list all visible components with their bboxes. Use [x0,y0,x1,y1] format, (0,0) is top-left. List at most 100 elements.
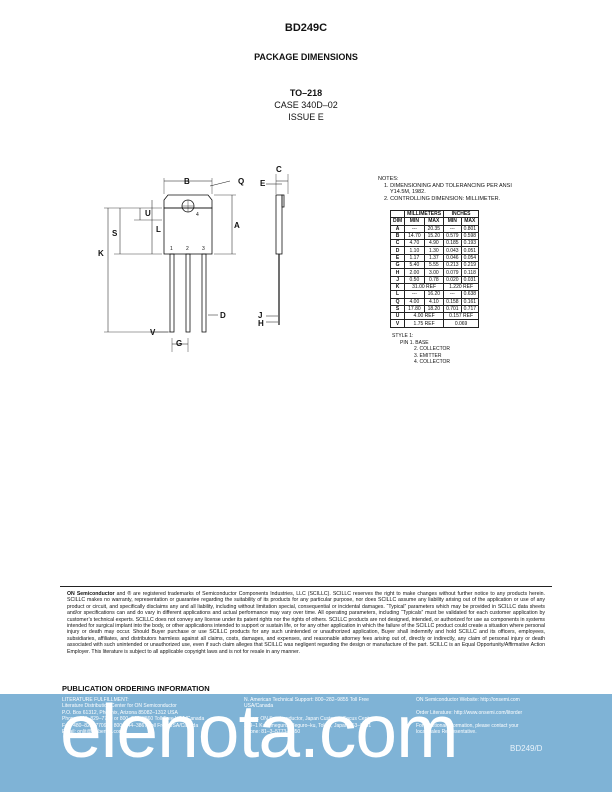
table-cell: 0.031 [460,275,480,284]
header-max: MAX [423,217,445,226]
side-body [275,194,283,255]
table-cell: 4.90 [423,239,445,248]
package-issue: ISSUE E [288,112,324,122]
table-cell: 0.78 [423,275,445,284]
table-cell: 4.00 REF [404,312,445,321]
note-line: 2. CONTROLLING DIMENSION: MILLIMETER. [384,195,501,202]
footer-col-literature: LITERATURE FULFILLMENT: Literature Distr… [62,697,242,735]
table-cell: S [389,304,406,314]
dim-label-a: A [234,221,240,230]
style-pin: 4. COLLECTOR [414,359,451,366]
dimensions-table: MILLIMETERS INCHES DIM MIN MAX MIN MAX A… [389,209,480,328]
section-title: PACKAGE DIMENSIONS [254,52,358,62]
table-cell: 3.00 [423,268,445,277]
table-cell: Q [389,297,406,306]
style-block: STYLE 1: PIN 1. BASE 2. COLLECTOR 3. EMI… [392,333,450,366]
website-link[interactable]: ON Semiconductor Website: http://onsemi.… [416,697,520,703]
dim-label-j: J [258,311,262,320]
table-cell: 1.17 [404,253,425,263]
table-cell: 5.55 [423,261,445,270]
table-cell: 0.50 [404,275,425,284]
package-case: CASE 340D–02 [274,100,338,110]
package-drawing: B C Q E U L A S K D J H V G 1 2 3 4 [98,165,289,352]
table-cell: 0.069 [443,319,480,328]
footer-email[interactable]: Email: onlit@hibbertco.com [62,729,123,736]
footer-line: Phone: 480–829–7710 or 800–344–3860 Toll… [62,716,205,723]
table-cell: D [389,246,406,255]
footer-line: Fax: 480–829–7709 or 800–344–3867 Toll F… [62,722,199,729]
table-cell: 5.40 [404,261,425,270]
footer-line: LITERATURE FULFILLMENT: [62,697,129,703]
note-line: Y14.5M, 1982. [390,189,426,196]
table-cell: 16.20 [423,290,445,299]
table-cell: 0.158 [443,297,462,306]
legal-disclaimer: ON Semiconductor and ® are registered tr… [67,591,545,666]
order-literature-link[interactable]: Order Literature: http://www.onsemi.com/… [416,709,523,716]
table-cell: --- [404,224,425,233]
ordering-heading: PUBLICATION ORDERING INFORMATION [62,684,210,693]
table-cell: 0.079 [443,268,462,277]
table-cell: 0.598 [460,231,480,241]
table-corner [389,209,406,219]
footer-line: local Sales Representative. [416,729,477,735]
table-cell: K [389,282,406,292]
header-min: MIN [404,217,425,226]
pin-3-label: 3 [202,246,205,252]
pin-4-label: 4 [196,212,199,218]
table-cell: 1.10 [404,246,425,255]
table-cell: 1.30 [423,246,445,255]
lead-2 [185,253,191,333]
table-cell: 0.193 [460,239,480,248]
header-min: MIN [443,217,462,226]
note-line: 1. DIMENSIONING AND TOLERANCING PER ANSI [384,182,512,189]
lead-1 [169,253,175,333]
table-cell: 0.118 [460,268,480,277]
table-cell: 0.020 [443,275,462,284]
table-cell: L [389,290,406,299]
header-dim: DIM [389,217,406,226]
dim-label-b: B [184,177,190,186]
footer-line: 2–9–1 Kamimeguro, Meguro–ku, Tokyo, Japa… [244,722,372,729]
dim-label-s: S [112,229,118,238]
table-cell: V [389,319,406,328]
table-cell: 4.70 [404,239,425,248]
style-title: STYLE 1: [392,333,414,339]
table-row: L---16.20---0.638 [389,290,480,299]
table-cell: 15.20 [423,231,445,241]
table-cell: 0.043 [443,246,462,255]
table-cell: 0.638 [460,290,480,299]
table-cell: H [389,268,406,277]
notes: NOTES: 1. DIMENSIONING AND TOLERANCING P… [378,176,578,202]
table-cell: 0.157 REF [443,312,480,321]
table-cell: 4.00 [404,297,425,306]
pin-2-label: 2 [186,246,189,252]
footer-line: Japan: ON Semiconductor, Japan Customer … [244,716,374,723]
dim-label-c: C [276,165,282,174]
table-cell: 0.185 [443,239,462,248]
dim-label-l: L [156,225,161,234]
table-cell: U [389,312,406,321]
table-cell: 20.35 [423,224,445,233]
table-cell: 1.220 REF [443,282,480,292]
disclaimer-text: and ® are registered trademarks of Semic… [67,591,545,655]
style-pin: 2. COLLECTOR [414,346,451,353]
dim-label-k: K [98,249,104,258]
header-mm: MILLIMETERS [404,209,445,219]
table-cell: 4.10 [423,297,445,306]
table-cell: G [389,261,406,270]
table-cell: 0.717 [460,304,480,314]
brand-name: ON Semiconductor [67,591,115,597]
footer-line: P.O. Box 61312, Phoenix, Arizona 85082–1… [62,709,178,716]
table-cell: 0.046 [443,253,462,263]
table-cell: 0.213 [443,261,462,270]
